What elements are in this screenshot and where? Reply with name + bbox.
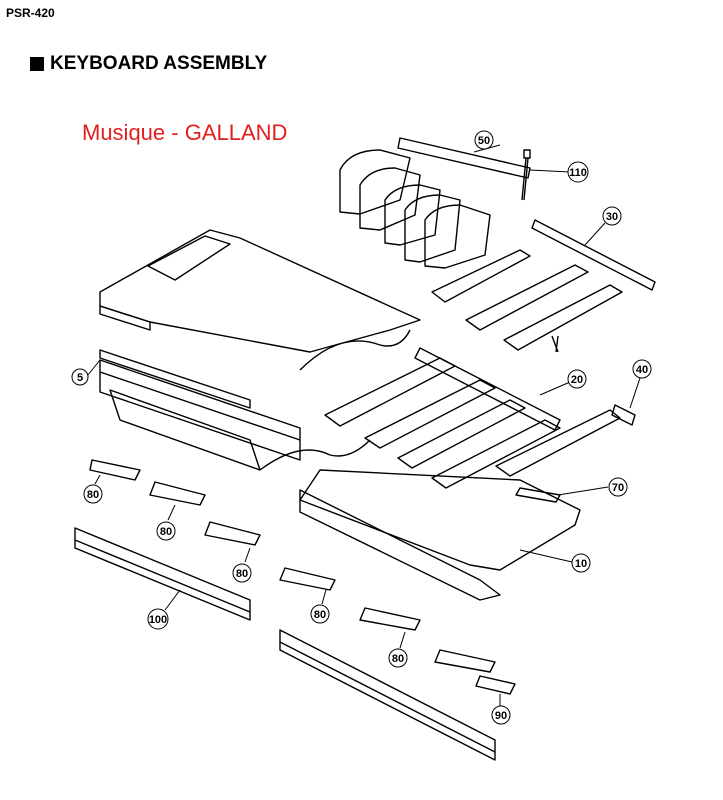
callout-80-1: 80 xyxy=(83,474,103,504)
contact-boards-left xyxy=(89,459,336,591)
contact-boards-right xyxy=(359,607,516,695)
felt-strip-part xyxy=(515,487,561,503)
callout-50: 50 xyxy=(473,130,501,153)
svg-text:80: 80 xyxy=(236,568,248,580)
callout-20: 20 xyxy=(539,369,587,396)
white-keys-left-assembly xyxy=(99,229,421,353)
rubber-strip-right xyxy=(279,629,496,761)
callout-90: 90 xyxy=(491,694,511,725)
model-number: PSR-420 xyxy=(6,6,55,20)
callout-30: 30 xyxy=(584,206,622,246)
rod-part xyxy=(99,349,251,409)
svg-text:100: 100 xyxy=(149,614,167,626)
square-bullet-icon xyxy=(30,57,44,71)
svg-text:50: 50 xyxy=(478,135,490,147)
callout-10: 10 xyxy=(519,549,591,573)
svg-text:20: 20 xyxy=(571,374,583,386)
svg-text:110: 110 xyxy=(569,167,587,179)
break-line xyxy=(259,329,411,471)
callout-80-5: 80 xyxy=(388,631,408,668)
watermark-text: Musique - GALLAND xyxy=(82,120,288,145)
svg-text:40: 40 xyxy=(636,364,648,376)
svg-text:30: 30 xyxy=(606,211,618,223)
rubber-strip-left xyxy=(74,527,251,621)
callout-70: 70 xyxy=(557,477,628,497)
callout-80-2: 80 xyxy=(156,504,176,541)
section-title: KEYBOARD ASSEMBLY xyxy=(30,53,267,75)
white-keys-middle-assembly xyxy=(324,347,636,489)
svg-text:80: 80 xyxy=(160,526,172,538)
callout-40: 40 xyxy=(629,359,652,409)
callout-80-3: 80 xyxy=(232,547,252,583)
callout-5: 5 xyxy=(71,359,101,386)
svg-text:5: 5 xyxy=(77,372,83,384)
svg-text:80: 80 xyxy=(314,609,326,621)
callout-110: 110 xyxy=(529,161,589,183)
black-keys-assembly xyxy=(431,219,656,353)
callout-100: 100 xyxy=(147,589,181,630)
svg-text:80: 80 xyxy=(87,489,99,501)
callout-80-4: 80 xyxy=(310,589,330,624)
main-frame xyxy=(99,359,581,601)
section-title-text: KEYBOARD ASSEMBLY xyxy=(50,53,268,74)
svg-text:10: 10 xyxy=(575,558,587,570)
white-keys-top-assembly xyxy=(339,137,531,269)
svg-text:90: 90 xyxy=(495,710,507,722)
screw-part xyxy=(521,149,531,201)
svg-text:70: 70 xyxy=(612,482,624,494)
svg-text:80: 80 xyxy=(392,653,404,665)
